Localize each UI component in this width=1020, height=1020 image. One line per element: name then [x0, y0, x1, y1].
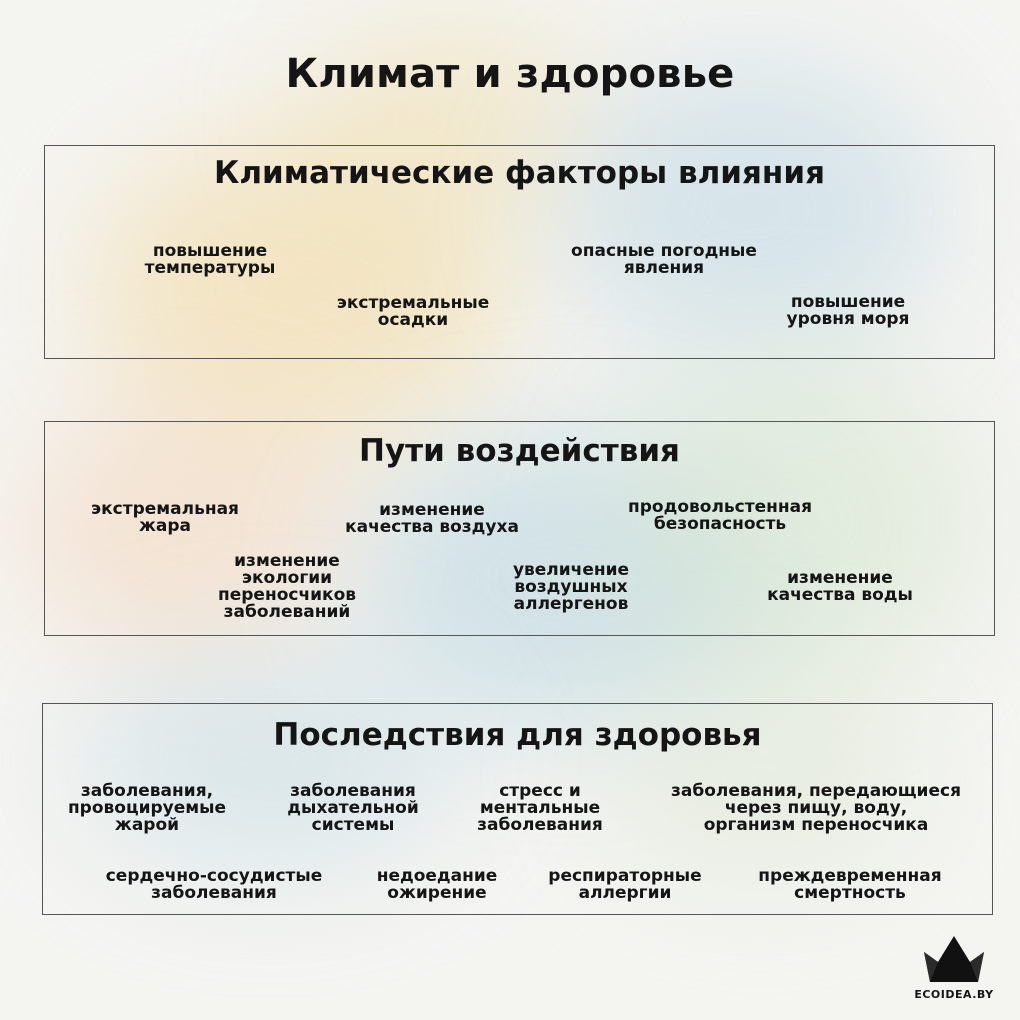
section-title: Пути воздействия: [359, 433, 680, 469]
item-line: через пищу, воду,: [724, 798, 908, 818]
item-line: осадки: [377, 310, 449, 330]
effect-item: заболевания, передающиеся через пищу, во…: [671, 783, 961, 834]
item-line: опасные погодные: [571, 241, 757, 261]
pathways-panel: Пути воздействия экстремальная жара изме…: [44, 421, 995, 636]
item-line: ожирение: [387, 883, 487, 903]
item-line: аллергенов: [513, 594, 629, 614]
item-line: недоедание: [376, 866, 498, 886]
watercolor-blob: [20, 400, 350, 660]
watercolor-blob: [300, 20, 600, 220]
effect-item: заболевания, провоцируемые жарой: [68, 783, 226, 834]
item-line: дыхательной: [287, 798, 419, 818]
item-line: увеличение: [512, 560, 630, 580]
pathway-item: экстремальная жара: [91, 501, 239, 535]
item-line: жарой: [114, 815, 180, 835]
factor-item: повышение уровня моря: [787, 294, 910, 328]
item-line: заболевания, передающиеся: [671, 781, 961, 801]
item-line: уровня моря: [786, 309, 910, 329]
item-line: качества воды: [767, 585, 913, 605]
item-line: переносчиков: [217, 585, 357, 605]
item-line: жара: [138, 516, 192, 536]
item-line: явления: [623, 258, 705, 278]
pathway-item: изменение качества воды: [767, 570, 913, 604]
pathway-item: увеличение воздушных аллергенов: [513, 562, 629, 613]
pathway-item: продовольстенная безопасность: [628, 499, 812, 533]
item-line: смертность: [794, 883, 906, 903]
item-line: повышение: [152, 241, 268, 261]
item-line: ментальные: [479, 798, 601, 818]
effect-item: недоедание ожирение: [377, 868, 498, 902]
pathway-item: изменение экологии переносчиков заболева…: [218, 553, 356, 621]
item-line: экстремальная: [91, 499, 239, 519]
item-line: воздушных: [514, 577, 628, 597]
watercolor-blob: [560, 60, 940, 360]
effect-item: респираторные аллергии: [548, 868, 701, 902]
item-line: температуры: [144, 258, 276, 278]
item-line: безопасность: [653, 514, 787, 534]
factor-item: экстремальные осадки: [337, 295, 489, 329]
item-line: изменение: [787, 568, 893, 588]
factor-item: повышение температуры: [145, 243, 276, 277]
watercolor-blob: [600, 680, 920, 880]
item-line: продовольстенная: [628, 497, 812, 517]
item-line: сердечно-сосудистые: [105, 866, 323, 886]
item-line: провоцируемые: [67, 798, 227, 818]
item-line: заболевания,: [80, 781, 214, 801]
item-line: преждевременная: [758, 866, 942, 886]
effect-item: заболевания дыхательной системы: [287, 783, 418, 834]
item-line: повышение: [790, 292, 906, 312]
crown-boat-icon: [924, 936, 984, 982]
item-line: респираторные: [548, 866, 702, 886]
watercolor-blob: [620, 350, 980, 690]
effect-item: преждевременная смертность: [758, 868, 941, 902]
item-line: заболевания: [477, 815, 603, 835]
logo-text: ECOIDEA.BY: [914, 988, 994, 1001]
section-title: Последствия для здоровья: [273, 717, 762, 753]
item-line: качества воздуха: [345, 517, 519, 537]
pathway-item: изменение качества воздуха: [345, 502, 519, 536]
item-line: заболевания: [151, 883, 277, 903]
effect-item: сердечно-сосудистые заболевания: [106, 868, 323, 902]
item-line: заболеваний: [223, 602, 351, 622]
section-title: Климатические факторы влияния: [214, 155, 825, 191]
climate-factors-panel: Климатические факторы влияния повышение …: [44, 145, 995, 359]
watercolor-blob: [80, 650, 460, 870]
item-line: заболевания: [290, 781, 416, 801]
item-line: системы: [311, 815, 395, 835]
item-line: организм переносчика: [703, 815, 929, 835]
item-line: изменение: [379, 500, 485, 520]
health-effects-panel: Последствия для здоровья заболевания, пр…: [42, 703, 993, 915]
item-line: экологии: [241, 568, 333, 588]
ecoidea-logo[interactable]: ECOIDEA.BY: [914, 932, 994, 1004]
item-line: аллергии: [578, 883, 672, 903]
item-line: экстремальные: [336, 293, 490, 313]
item-line: изменение: [234, 551, 340, 571]
factor-item: опасные погодные явления: [571, 243, 757, 277]
page-title: Климат и здоровье: [285, 51, 735, 97]
effect-item: стресс и ментальные заболевания: [477, 783, 603, 834]
item-line: стресс и: [499, 781, 581, 801]
